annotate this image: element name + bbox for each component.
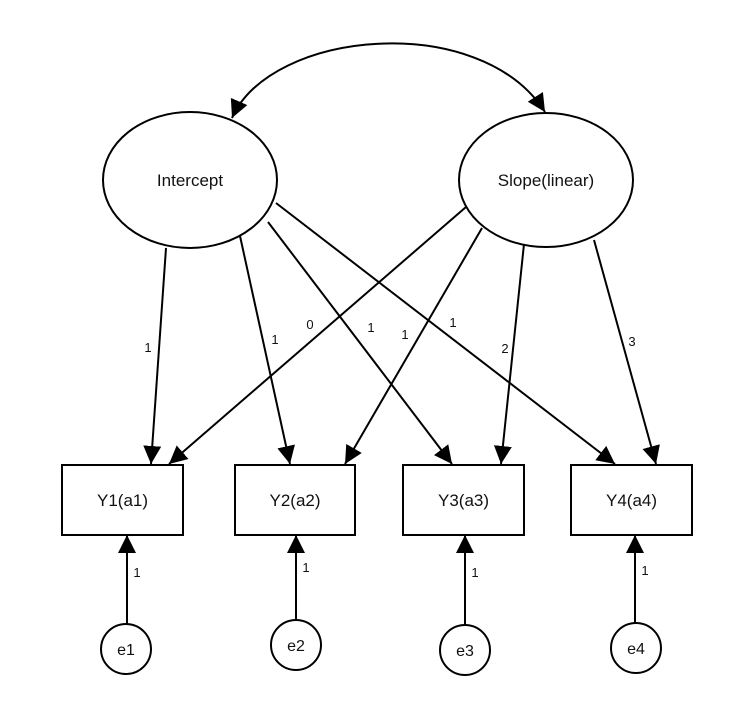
error-e3-label: e3	[456, 643, 474, 660]
observed-y3: Y3(a3)	[402, 464, 525, 536]
error-e4-label: e4	[627, 641, 645, 658]
label-slope-y1: 0	[306, 317, 313, 332]
error-e2: e2	[270, 619, 322, 671]
label-intercept-y2: 1	[271, 332, 278, 347]
label-slope-y2: 1	[401, 327, 408, 342]
observed-y2-label: Y2(a2)	[269, 491, 320, 510]
observed-y2: Y2(a2)	[234, 464, 356, 536]
path-intercept-y2	[239, 235, 295, 465]
label-e2: 1	[302, 560, 309, 575]
error-e3: e3	[439, 624, 491, 676]
latent-intercept-label: Intercept	[157, 171, 223, 190]
covariance-arc	[230, 42, 546, 119]
label-e1: 1	[133, 565, 140, 580]
label-slope-y4: 3	[628, 334, 635, 349]
label-slope-y3: 2	[501, 341, 508, 356]
path-slope-y4	[593, 239, 660, 465]
error-e1-label: e1	[117, 642, 135, 659]
path-slope-y3	[493, 243, 525, 465]
path-intercept-y3	[267, 221, 453, 465]
label-e4: 1	[641, 563, 648, 578]
observed-y4: Y4(a4)	[570, 464, 693, 536]
path-slope-y2	[344, 227, 483, 465]
path-slope-y1	[168, 206, 467, 465]
label-e3: 1	[471, 565, 478, 580]
error-e2-label: e2	[287, 638, 305, 655]
label-intercept-y3: 1	[367, 320, 374, 335]
latent-slope: Slope(linear)	[458, 112, 634, 248]
observed-y1: Y1(a1)	[61, 464, 184, 536]
error-e1: e1	[100, 623, 152, 675]
path-intercept-y1	[143, 247, 167, 465]
label-intercept-y4: 1	[449, 315, 456, 330]
observed-y3-label: Y3(a3)	[438, 491, 489, 510]
label-intercept-y1: 1	[144, 340, 151, 355]
error-e4: e4	[610, 622, 662, 674]
observed-y4-label: Y4(a4)	[606, 491, 657, 510]
latent-slope-label: Slope(linear)	[498, 171, 594, 190]
observed-y1-label: Y1(a1)	[97, 491, 148, 510]
latent-intercept: Intercept	[102, 111, 278, 249]
path-intercept-y4	[275, 202, 616, 465]
